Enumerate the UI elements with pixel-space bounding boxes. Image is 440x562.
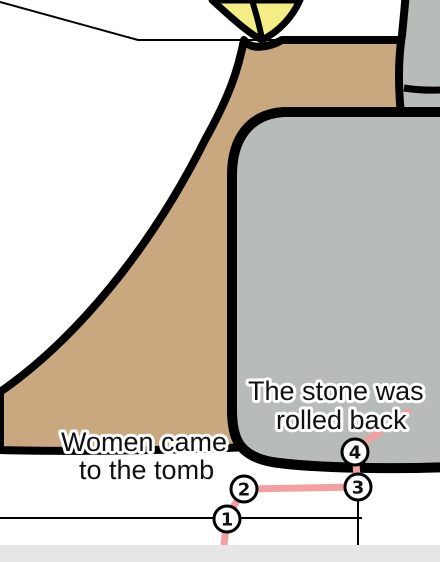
svg-text:2: 2 xyxy=(238,480,251,501)
marker-1: 1 xyxy=(214,506,240,532)
svg-text:3: 3 xyxy=(352,478,365,499)
scroll-footer-bar xyxy=(0,545,440,562)
marker-2: 2 xyxy=(231,476,257,502)
svg-text:4: 4 xyxy=(349,443,362,464)
marker-3: 3 xyxy=(345,474,371,500)
label-women-line1: Women came xyxy=(61,427,227,457)
svg-text:1: 1 xyxy=(221,510,234,531)
marker-4: 4 xyxy=(342,439,368,465)
label-stone-line2: rolled back xyxy=(276,405,407,435)
label-stone-line1: The stone was xyxy=(248,376,424,406)
stone-upper xyxy=(399,0,440,124)
foliage xyxy=(212,0,300,40)
label-women-line2: to the tomb xyxy=(79,455,214,485)
